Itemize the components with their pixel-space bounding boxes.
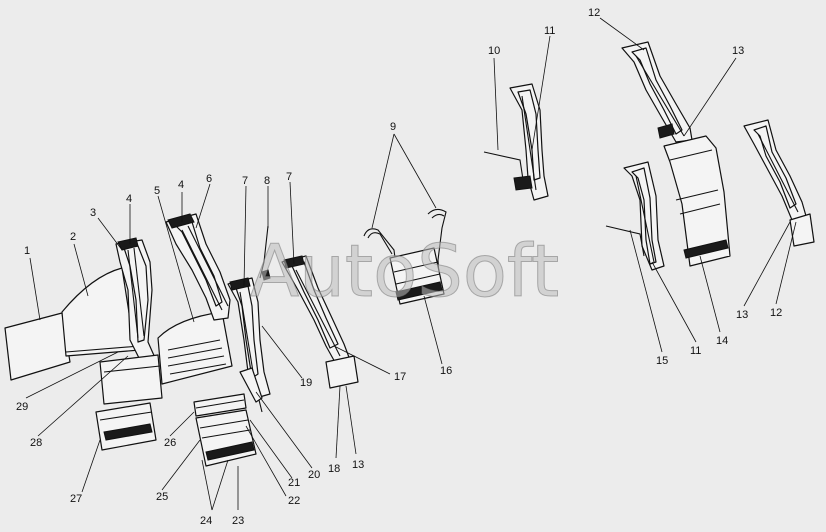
- callout-5: 5: [154, 185, 160, 197]
- callout-9: 9: [390, 121, 396, 133]
- rail-part-7-left: [227, 277, 271, 399]
- rail-part-10-11: [483, 83, 549, 201]
- callout-13-right: 13: [736, 309, 748, 321]
- callout-2: 2: [70, 231, 76, 243]
- callout-7-left: 7: [242, 175, 248, 187]
- callout-26: 26: [164, 437, 176, 449]
- step-part-27: [95, 402, 157, 451]
- plate-part-18: [325, 355, 359, 389]
- callout-22: 22: [288, 495, 300, 507]
- callout-11-bottom: 11: [690, 345, 701, 357]
- callout-10: 10: [488, 45, 500, 57]
- callout-6: 6: [206, 173, 212, 185]
- panel-part-1: [4, 312, 71, 381]
- callout-23: 23: [232, 515, 244, 527]
- callout-11-top: 11: [544, 25, 555, 37]
- callout-28: 28: [30, 437, 42, 449]
- callout-14: 14: [716, 335, 728, 347]
- rail-part-12-top: [621, 41, 693, 143]
- handrail-part-9: [363, 208, 447, 297]
- callout-labels: 1 2 3 4 5 4 6 7 8 7 9 10 11 12 13 15 11 …: [16, 7, 782, 527]
- step-part-23-25: [195, 409, 257, 467]
- callout-19: 19: [300, 377, 312, 389]
- callout-15: 15: [656, 355, 668, 367]
- callout-18: 18: [328, 463, 340, 475]
- step-frame-part-14: [663, 135, 731, 267]
- callout-13-top: 13: [732, 45, 744, 57]
- callout-24: 24: [200, 515, 212, 527]
- leader-lines: [25, 17, 797, 511]
- callout-25: 25: [156, 491, 168, 503]
- callout-12-top: 12: [588, 7, 600, 19]
- floor-part-28: [99, 354, 163, 405]
- panel-part-5: [157, 311, 233, 385]
- step-frame-part-16: [389, 247, 445, 305]
- callout-4-left: 4: [126, 193, 132, 205]
- bracket-part-20-21: [239, 367, 263, 413]
- callout-29: 29: [16, 401, 28, 413]
- rail-part-4-6: [165, 213, 231, 321]
- floor-part-26: [193, 393, 247, 417]
- rail-part-15-11: [605, 161, 665, 271]
- callout-21: 21: [288, 477, 300, 489]
- rail-part-12-right: [743, 119, 815, 247]
- callout-7-right: 7: [286, 171, 292, 183]
- callout-13-bottom: 13: [352, 459, 364, 471]
- callout-27: 27: [70, 493, 82, 505]
- bracket-part-8: [259, 225, 271, 281]
- callout-1: 1: [24, 245, 30, 257]
- callout-4-center: 4: [178, 179, 184, 191]
- callout-12-right: 12: [770, 307, 782, 319]
- callout-16: 16: [440, 365, 452, 377]
- watermark-text: AutoSoft: [250, 229, 559, 313]
- callout-8: 8: [264, 175, 270, 187]
- callout-17: 17: [394, 371, 406, 383]
- callout-3: 3: [90, 207, 96, 219]
- callout-20: 20: [308, 469, 320, 481]
